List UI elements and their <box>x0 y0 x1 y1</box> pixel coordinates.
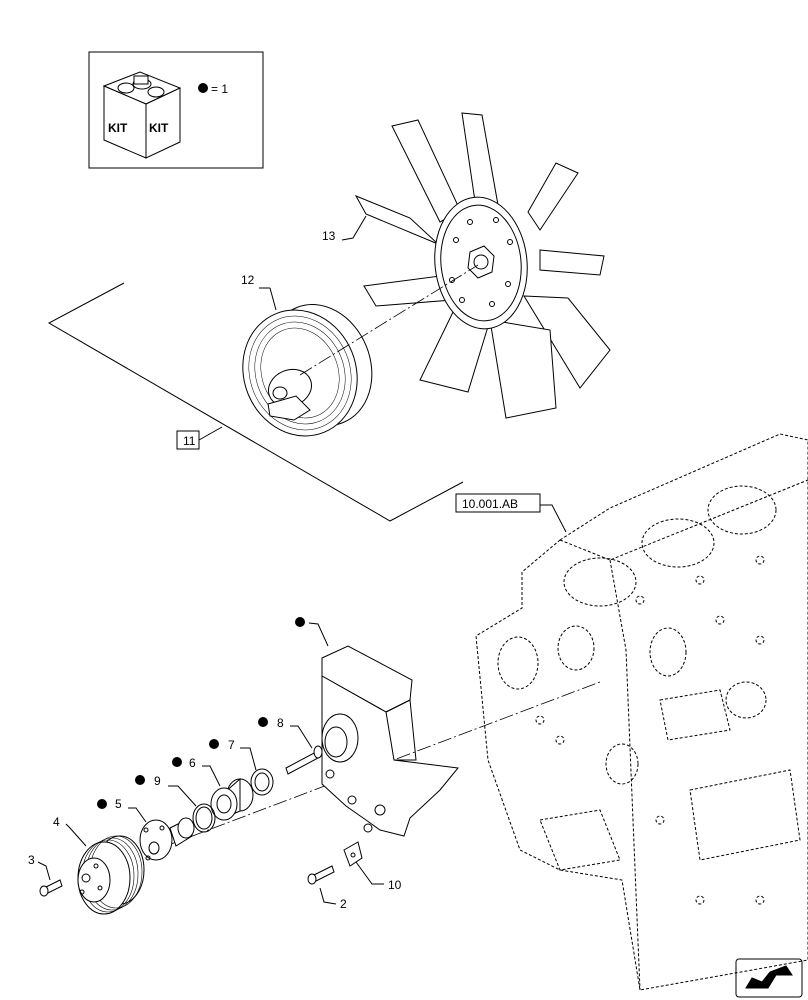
callout-12: 12 <box>241 273 255 287</box>
callout-10: 10 <box>388 878 402 892</box>
fan-assembly-bracket: 11 <box>47 282 464 522</box>
callout-5: 5 <box>115 797 122 811</box>
bullet-icon <box>198 83 208 93</box>
callout-6: 6 <box>189 756 196 770</box>
ring-7: 7 <box>209 738 274 796</box>
ring-9: 9 <box>135 774 216 833</box>
callout-3: 3 <box>28 853 35 867</box>
kit-box-icon: KIT KIT <box>102 71 182 159</box>
bearing-6: 6 <box>172 756 254 821</box>
kit-bullet-icon <box>97 799 107 809</box>
kit-bullet-icon <box>209 739 219 749</box>
viscous-fan-clutch: 12 <box>241 273 373 437</box>
callout-8: 8 <box>277 716 284 730</box>
reference-link[interactable]: 10.001.AB <box>455 493 567 533</box>
callout-7: 7 <box>228 738 235 752</box>
callout-13: 13 <box>322 229 336 243</box>
bolt-3: 3 <box>28 853 63 897</box>
fan-axis-line <box>299 264 479 376</box>
callout-4: 4 <box>53 815 60 829</box>
kit-legend-value: = 1 <box>211 82 228 96</box>
engine-block <box>475 433 808 991</box>
kit-bullet-icon <box>135 775 145 785</box>
plate-10: 10 <box>343 841 402 892</box>
shaft-flange-5: 5 <box>97 797 195 861</box>
pulley-4: 4 <box>53 815 145 915</box>
kit-bullet-icon <box>172 757 182 767</box>
next-page-arrow-icon[interactable] <box>735 958 803 998</box>
kit-label-right: KIT <box>149 121 169 135</box>
kit-bullet-icon <box>295 617 305 627</box>
bolt-8: 8 <box>258 716 323 775</box>
callout-11: 11 <box>183 434 196 448</box>
pump-axis-line <box>149 681 601 853</box>
fan-blade-assembly: 13 <box>322 112 611 419</box>
callout-2: 2 <box>340 897 347 911</box>
reference-label: 10.001.AB <box>462 497 518 511</box>
bolt-2: 2 <box>307 865 347 911</box>
kit-legend: KIT KIT = 1 <box>88 51 264 169</box>
callout-9: 9 <box>154 774 161 788</box>
kit-bullet-icon <box>258 717 268 727</box>
kit-label-left: KIT <box>108 121 128 135</box>
mounting-bracket <box>295 617 459 837</box>
